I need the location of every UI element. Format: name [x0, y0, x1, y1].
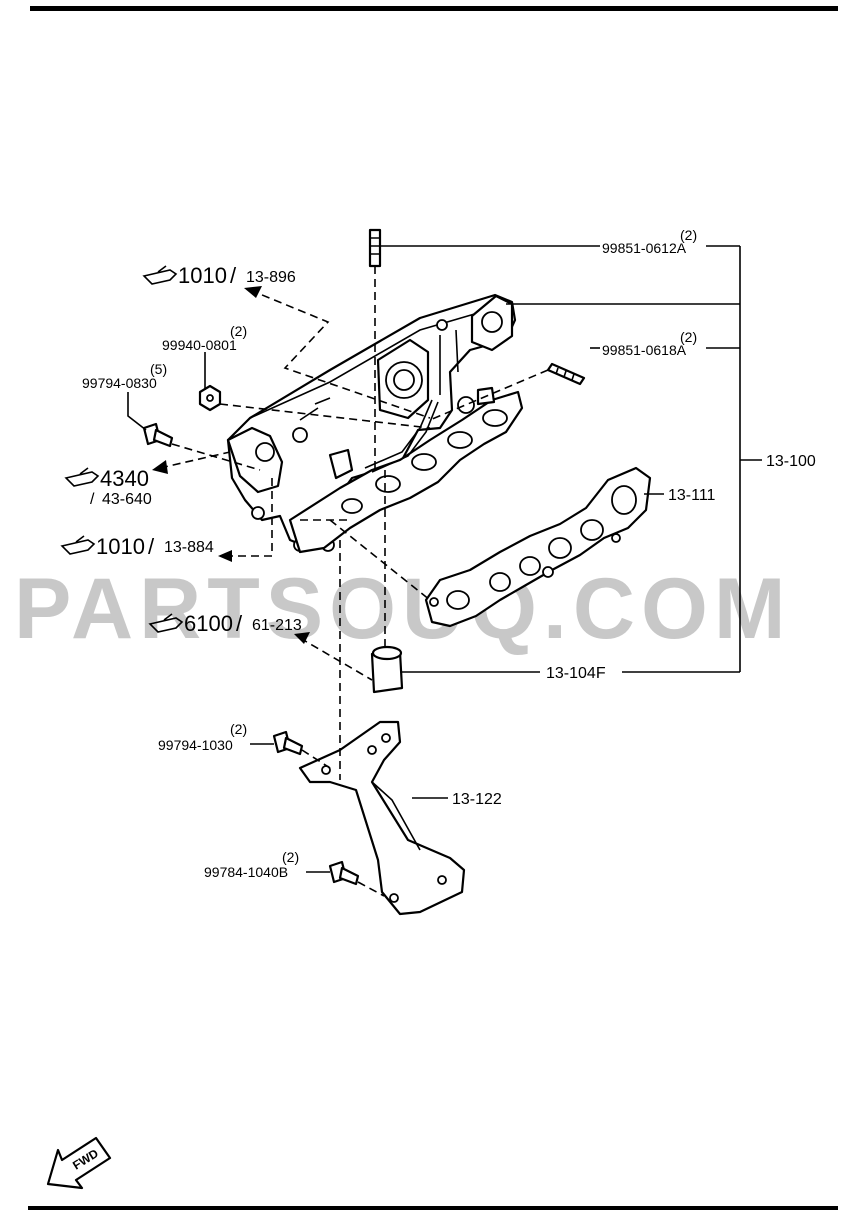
- part-label-13-111[interactable]: 13-111: [668, 487, 716, 504]
- part-label-13-100[interactable]: 13-100: [766, 453, 816, 470]
- part-label-99794-1030[interactable]: (2) 99794-1030: [158, 721, 247, 753]
- flange-bolt-left[interactable]: [142, 422, 174, 448]
- svg-text:/: /: [148, 534, 155, 559]
- fwd-arrow-icon: [46, 1136, 112, 1190]
- svg-text:(5): (5): [150, 361, 167, 377]
- svg-text:99851-0612A: 99851-0612A: [602, 240, 687, 256]
- leader-lines: [127, 245, 762, 873]
- svg-text:(2): (2): [230, 323, 247, 339]
- svg-text:99851-0618A: 99851-0618A: [602, 342, 687, 358]
- ref-main: 4340: [100, 466, 149, 491]
- part-label-99851-0612A[interactable]: (2) 99851-0612A: [602, 227, 697, 256]
- svg-text:(2): (2): [680, 227, 697, 243]
- hex-nut[interactable]: [198, 384, 222, 412]
- ref-sub: 61-213: [252, 617, 302, 634]
- svg-text:/: /: [90, 491, 95, 508]
- svg-text:99794-1030: 99794-1030: [158, 737, 233, 753]
- bottom-border: [28, 1206, 838, 1210]
- svg-text:(2): (2): [282, 849, 299, 865]
- intake-manifold[interactable]: [226, 293, 524, 554]
- pointing-hand-icon: [64, 467, 100, 487]
- pointing-hand-icon: [148, 613, 184, 633]
- part-label-99794-0830[interactable]: (5) 99794-0830: [82, 361, 167, 391]
- sleeve-part[interactable]: [370, 645, 404, 694]
- part-label-13-122[interactable]: 13-122: [452, 791, 502, 808]
- ref-callout-4[interactable]: 6100 / 61-213: [148, 611, 302, 636]
- svg-text:(2): (2): [680, 329, 697, 345]
- ref-callout-1[interactable]: 1010 / 13-896: [142, 263, 296, 288]
- manifold-gasket[interactable]: [424, 466, 652, 628]
- arrowheads: [152, 286, 310, 644]
- svg-text:99784-1040B: 99784-1040B: [204, 864, 288, 880]
- ref-sub: 43-640: [102, 491, 152, 508]
- svg-text:/: /: [230, 263, 237, 288]
- bracket-bolt-upper[interactable]: [272, 730, 304, 756]
- svg-text:13-104F: 13-104F: [546, 665, 606, 682]
- part-label-99851-0618A[interactable]: (2) 99851-0618A: [602, 329, 697, 358]
- fwd-arrow: FWD: [46, 1136, 112, 1190]
- part-label-99784-1040B[interactable]: (2) 99784-1040B: [204, 849, 299, 880]
- svg-text:99940-0801: 99940-0801: [162, 337, 237, 353]
- ref-main: 1010: [96, 534, 145, 559]
- ref-callout-3[interactable]: 1010 / 13-884: [60, 534, 214, 559]
- ref-sub: 13-896: [246, 269, 296, 286]
- pointing-hand-icon: [60, 535, 96, 555]
- part-label-13-104F[interactable]: 13-104F: [546, 665, 606, 682]
- svg-text:13-100: 13-100: [766, 453, 816, 470]
- svg-text:99794-0830: 99794-0830: [82, 375, 157, 391]
- part-label-99940-0801[interactable]: (2) 99940-0801: [162, 323, 247, 353]
- ref-callout-2[interactable]: 4340 / 43-640: [64, 466, 152, 508]
- manifold-bracket[interactable]: [298, 720, 466, 916]
- svg-text:/: /: [236, 611, 243, 636]
- top-border: [30, 6, 838, 11]
- bracket-bolt-lower[interactable]: [328, 860, 360, 886]
- assembly-lines: [159, 266, 549, 897]
- ref-main: 1010: [178, 263, 227, 288]
- ref-sub: 13-884: [164, 539, 214, 556]
- pointing-hand-icon: [142, 265, 178, 285]
- watermark: PARTSOUQ.COM: [14, 561, 792, 657]
- stud-bolt-side[interactable]: [546, 362, 586, 386]
- svg-text:13-111: 13-111: [668, 487, 716, 504]
- ref-main: 6100: [184, 611, 233, 636]
- svg-text:(2): (2): [230, 721, 247, 737]
- stud-bolt-top[interactable]: [368, 228, 382, 268]
- svg-text:13-122: 13-122: [452, 791, 502, 808]
